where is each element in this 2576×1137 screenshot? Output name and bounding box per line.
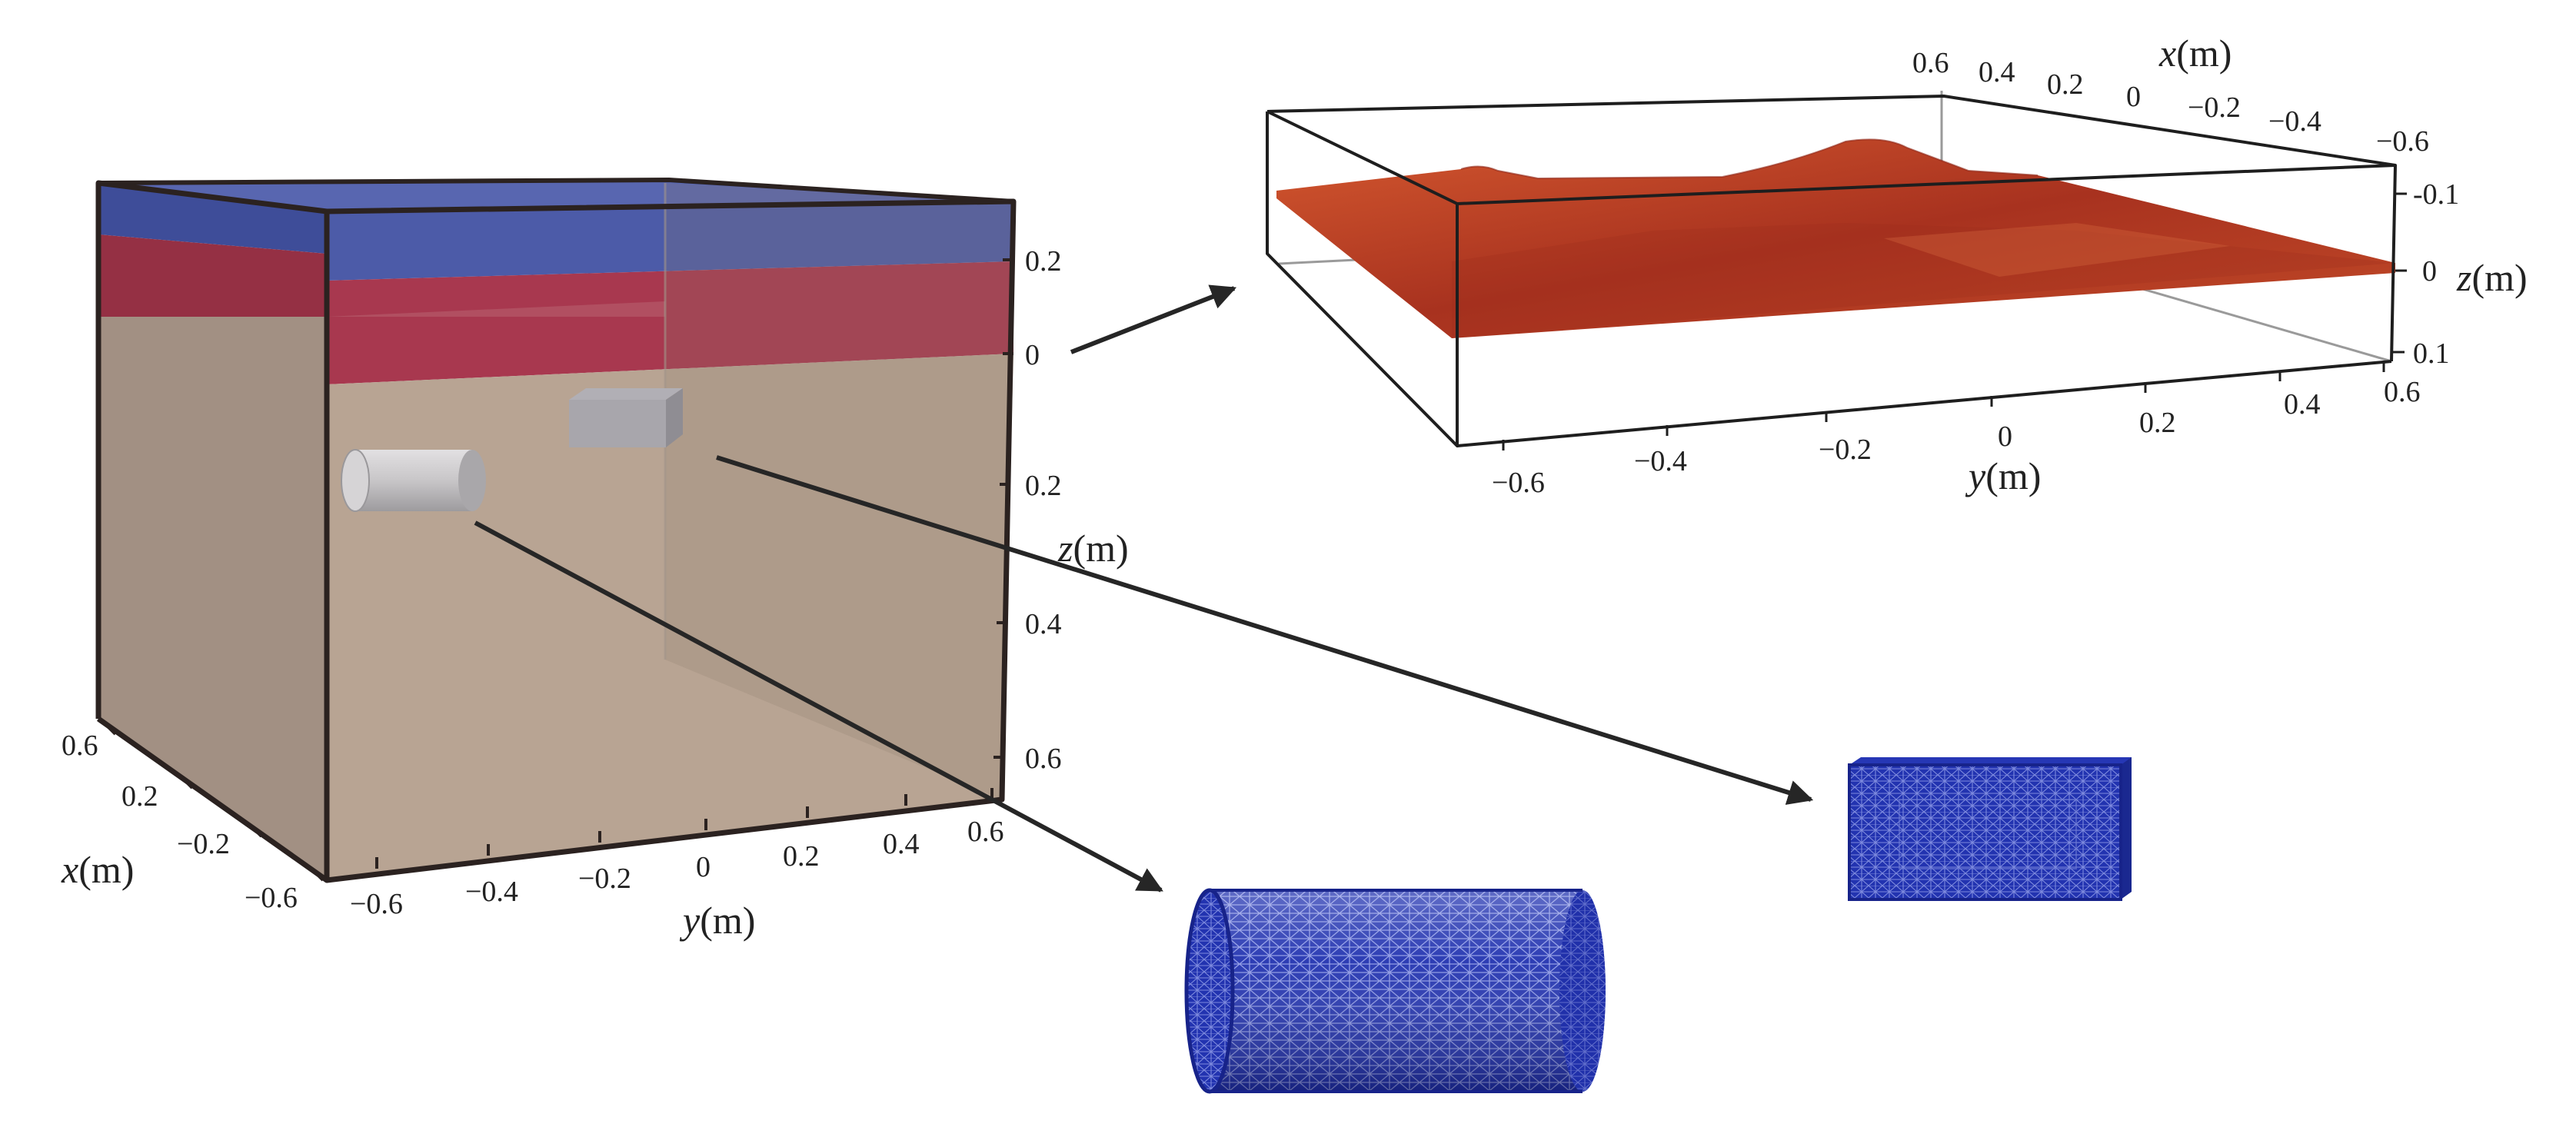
box-back-plane xyxy=(665,183,1013,800)
surface-y-axis-label: y(m) xyxy=(1965,454,2041,497)
cylinder-mesh xyxy=(1184,888,1606,1094)
domain-box xyxy=(95,178,1017,883)
callout-arrows xyxy=(474,284,1814,893)
box-front-soil xyxy=(327,354,1013,880)
surface-x-tick-2: 0.2 xyxy=(2047,68,2084,101)
left-y-tick-3: 0 xyxy=(696,851,711,883)
surface-x-tick-4: −0.2 xyxy=(2188,91,2241,124)
left-y-tick-4: 0.2 xyxy=(783,840,820,873)
buried-block xyxy=(569,388,683,447)
left-y-tick-0: −0.6 xyxy=(350,888,403,920)
surface-y-tick-4: 0.2 xyxy=(2139,407,2176,439)
surface-y-tick-5: 0.4 xyxy=(2284,388,2321,421)
left-z-tick-3: 0.4 xyxy=(1025,608,1062,640)
box-side-face-soil xyxy=(98,317,327,880)
left-x-axis: 0.6 0.2 −0.2 −0.6 x(m) xyxy=(61,716,328,914)
surface-y-ticks: −0.6 −0.4 −0.2 0 0.2 0.4 0.6 y(m) xyxy=(1492,361,2421,499)
left-x-tick-1: 0.2 xyxy=(121,780,158,813)
box-side-face-interface xyxy=(98,234,327,317)
arrow-to-block-mesh xyxy=(716,455,1814,805)
block-mesh xyxy=(1848,757,2132,901)
surface-y-tick-1: −0.4 xyxy=(1634,445,1687,477)
surface-x-tick-6: −0.6 xyxy=(2376,125,2429,158)
left-z-tick-1: 0 xyxy=(1025,339,1040,371)
left-y-tick-6: 0.6 xyxy=(967,816,1004,848)
left-y-tick-1: −0.4 xyxy=(465,876,518,908)
left-z-tick-2: 0.2 xyxy=(1025,470,1062,502)
left-z-axis: 0.2 0 0.2 0.4 0.6 z(m) xyxy=(993,245,1129,775)
surface-z-ticks: -0.1 0 0.1 z(m) xyxy=(2393,178,2528,370)
left-x-tick-2: −0.2 xyxy=(177,828,230,860)
box-front-air xyxy=(327,201,1013,281)
left-z-tick-4: 0.6 xyxy=(1025,743,1062,775)
buried-cylinder xyxy=(341,449,486,512)
left-y-axis: −0.6 −0.4 −0.2 0 0.2 0.4 0.6 y(m) xyxy=(350,788,1004,942)
left-x-axis-label: x(m) xyxy=(61,848,134,891)
left-y-axis-label: y(m) xyxy=(679,899,755,942)
left-y-tick-2: −0.2 xyxy=(578,863,631,895)
surface-z-tick-2: 0.1 xyxy=(2413,337,2450,370)
box-front-interface xyxy=(327,261,1013,384)
box-side-face-air xyxy=(98,183,327,254)
left-x-tick-0: 0.6 xyxy=(62,730,98,762)
arrow-to-cylinder-mesh xyxy=(474,520,1163,893)
surface-y-tick-0: −0.6 xyxy=(1492,467,1545,499)
left-z-axis-label: z(m) xyxy=(1057,527,1129,570)
surface-x-tick-0: 0.6 xyxy=(1912,47,1949,79)
left-y-tick-5: 0.4 xyxy=(883,828,920,860)
surface-y-tick-2: −0.2 xyxy=(1819,434,1872,466)
surface-x-axis-label: x(m) xyxy=(2158,32,2232,75)
left-x-tick-3: −0.6 xyxy=(245,882,298,914)
surface-x-tick-3: 0 xyxy=(2126,81,2141,113)
arrow-to-surface xyxy=(1070,284,1237,354)
surface-z-axis-label: z(m) xyxy=(2456,256,2528,299)
surface-x-tick-5: −0.4 xyxy=(2268,105,2321,138)
surface-y-tick-6: 0.6 xyxy=(2384,376,2421,408)
box-inner-interface-shadow xyxy=(98,301,665,317)
surface-z-tick-1: 0 xyxy=(2422,255,2437,288)
surface-z-tick-0: -0.1 xyxy=(2413,178,2459,211)
surface-x-tick-1: 0.4 xyxy=(1979,56,2015,88)
surface-x-ticks: 0.6 0.4 0.2 0 −0.2 −0.4 −0.6 x(m) xyxy=(1912,32,2429,158)
surface-plot: 0.6 0.4 0.2 0 −0.2 −0.4 −0.6 x(m) -0.1 0… xyxy=(1266,32,2528,499)
surface-y-tick-3: 0 xyxy=(1998,421,2012,453)
interface-surface xyxy=(1276,139,2395,339)
left-z-tick-0: 0.2 xyxy=(1025,245,1062,278)
